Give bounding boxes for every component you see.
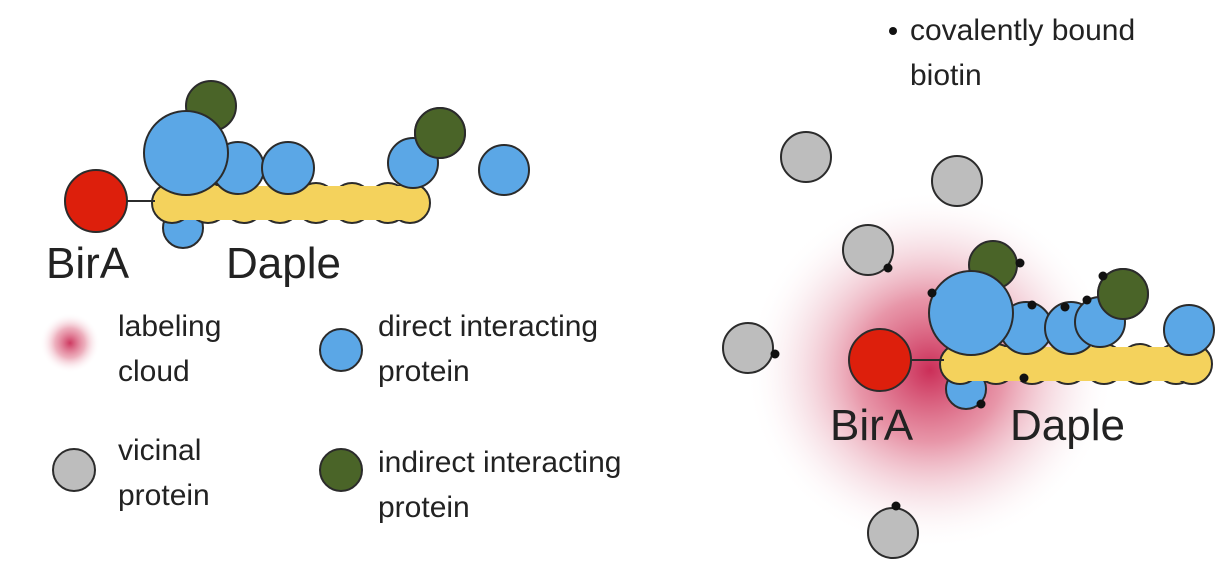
legend-labeling-cloud-swatch (40, 313, 100, 373)
biotin-dot (927, 288, 937, 298)
legend-indirect-line1: indirect interacting (378, 446, 621, 479)
biotin-dot (1098, 271, 1108, 281)
left-direct-protein-3 (261, 141, 315, 195)
biotin-dot (1015, 258, 1025, 268)
legend-vicinal-line1: vicinal (118, 434, 201, 467)
left-bira-label: BirA (46, 239, 130, 288)
right-daple-label: Daple (1010, 401, 1125, 450)
legend: labeling cloud direct interacting protei… (40, 14, 1135, 524)
legend-indirect-line2: protein (378, 491, 470, 524)
legend-biotin-line2: biotin (910, 59, 982, 92)
legend-direct-line2: protein (378, 355, 470, 388)
left-bira-circle (64, 169, 128, 233)
biotin-dot (1027, 300, 1037, 310)
right-vicinal-protein-1 (780, 131, 832, 183)
right-indirect-protein-2-front (1097, 268, 1149, 320)
right-vicinal-protein-4 (722, 322, 774, 374)
legend-labeling-cloud-line2: cloud (118, 355, 190, 388)
biotin-dot (1060, 302, 1070, 312)
right-vicinal-protein-2 (931, 155, 983, 207)
legend-biotin-line1: covalently bound (910, 14, 1135, 47)
legend-vicinal-line2: protein (118, 479, 210, 512)
legend-indirect-swatch (319, 448, 363, 492)
biotin-dot (883, 263, 893, 273)
biotin-dot (891, 501, 901, 511)
biotin-dot (770, 349, 780, 359)
left-complex: BirA Daple (46, 80, 530, 288)
right-vicinal-protein-5 (867, 507, 919, 559)
left-indirect-protein-2-front (414, 107, 466, 159)
biotin-dot (1082, 295, 1092, 305)
biotin-dot (976, 399, 986, 409)
right-labeling-cloud (745, 190, 1115, 550)
right-bira-circle (848, 328, 912, 392)
left-daple-label: Daple (226, 239, 341, 288)
right-bira-label: BirA (830, 401, 914, 450)
right-direct-protein-large (928, 270, 1014, 356)
right-biotin-dots (770, 258, 1108, 511)
legend-vicinal-swatch (52, 448, 96, 492)
legend-biotin-dot (889, 27, 897, 35)
left-direct-protein-large (143, 110, 229, 196)
legend-direct-swatch (319, 328, 363, 372)
legend-labeling-cloud-line1: labeling (118, 310, 221, 343)
legend-direct-line1: direct interacting (378, 310, 598, 343)
right-complex: BirA Daple (722, 131, 1215, 559)
left-direct-protein-free (478, 144, 530, 196)
right-direct-protein-end (1163, 304, 1215, 356)
biotin-dot (1019, 373, 1029, 383)
right-vicinal-protein-3 (842, 224, 894, 276)
